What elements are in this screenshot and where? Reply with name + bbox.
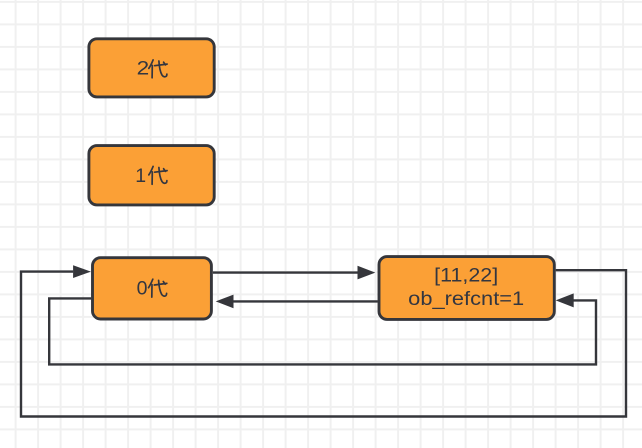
svg-text:0: 0 [137,278,148,300]
svg-text:1: 1 [135,165,146,187]
svg-text:2: 2 [137,58,150,80]
svg-text:[11,22]: [11,22] [434,265,498,287]
svg-text:ob_refcnt=1: ob_refcnt=1 [408,288,524,310]
